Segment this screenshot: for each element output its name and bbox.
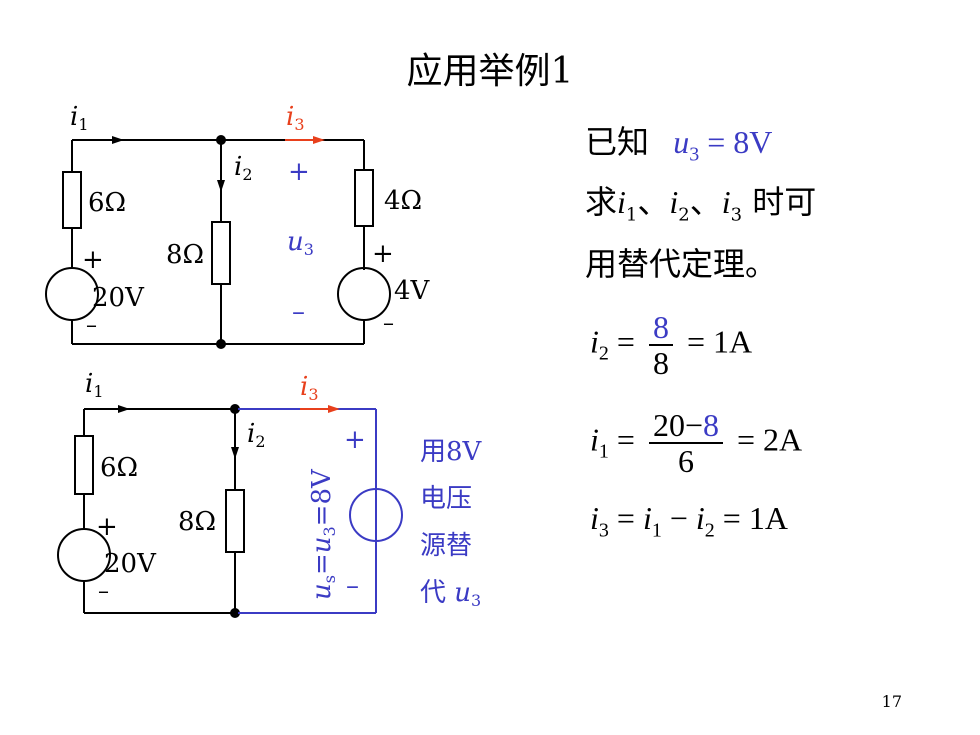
plus-left-bottom: + bbox=[96, 512, 118, 542]
slide-title: 应用举例1 bbox=[406, 51, 574, 92]
resistor-6ohm-bottom bbox=[74, 435, 94, 495]
caption-line-3: 源替 bbox=[420, 531, 472, 561]
known-line: 已知 u3 = 8V bbox=[585, 118, 965, 178]
label-20v-bottom: 20V bbox=[104, 549, 157, 579]
plus-right-top: + bbox=[372, 239, 394, 269]
caption-line-1: 用8V bbox=[420, 437, 483, 467]
resistor-4ohm-top bbox=[354, 169, 374, 227]
top-circuit bbox=[45, 139, 391, 345]
label-6ohm-top: 6Ω bbox=[88, 188, 126, 218]
minus-u3-top: – bbox=[292, 297, 305, 327]
eq1-numerator: 8 bbox=[648, 310, 673, 346]
minus-right-top: – bbox=[383, 311, 394, 336]
eq1-denominator: 8 bbox=[652, 345, 669, 381]
label-4ohm-top: 4Ω bbox=[384, 186, 422, 216]
resistor-8ohm-bottom bbox=[225, 489, 245, 553]
label-20v-top: 20V bbox=[92, 283, 145, 313]
plus-u3-top: + bbox=[288, 157, 310, 187]
label-i1-bottom: i1 bbox=[85, 369, 104, 401]
caption-line-2: 电压 bbox=[420, 484, 472, 514]
label-i2-top: i2 bbox=[234, 152, 253, 184]
label-u3-top: u3 bbox=[287, 227, 314, 259]
plus-us-bottom: + bbox=[344, 425, 366, 455]
known-eq: u3 = 8V bbox=[673, 124, 773, 166]
resistor-8ohm-top bbox=[211, 221, 231, 285]
equation-i3: i3 = i1 − i2 = 1A bbox=[590, 500, 788, 542]
label-i1-top: i1 bbox=[70, 102, 89, 134]
minus-left-bottom: – bbox=[98, 579, 109, 604]
find-line: 求i1、i2、i3 时可 bbox=[585, 183, 817, 226]
eq2-denominator: 6 bbox=[677, 443, 694, 479]
label-8ohm-bottom: 8Ω bbox=[178, 507, 216, 537]
label-4v-top: 4V bbox=[394, 276, 431, 306]
resistor-6ohm-top bbox=[62, 171, 82, 229]
eq2-numerator-b: 8 bbox=[702, 407, 719, 443]
label-i3-top: i3 bbox=[286, 102, 305, 134]
minus-us-bottom: – bbox=[346, 571, 359, 601]
plus-left-top: + bbox=[82, 245, 104, 275]
known-prefix: 已知 bbox=[585, 123, 650, 161]
right-panel: 已知 u3 = 8V 求i1、i2、i3 时可 用替代定理。 bbox=[585, 118, 965, 288]
label-6ohm-bottom: 6Ω bbox=[100, 453, 138, 483]
label-us-rotated: us=u3=8V bbox=[307, 468, 339, 600]
eq2-rhs: = 2A bbox=[736, 421, 803, 458]
label-i2-bottom: i2 bbox=[247, 419, 266, 451]
eq1-rhs: = 1A bbox=[686, 323, 753, 360]
page-number: 17 bbox=[881, 692, 902, 711]
caption-line-4: 代 u3 bbox=[420, 578, 481, 610]
method-line: 用替代定理。 bbox=[585, 244, 778, 283]
label-i3-bottom: i3 bbox=[300, 372, 319, 404]
minus-left-top: – bbox=[86, 313, 97, 338]
label-8ohm-top: 8Ω bbox=[166, 240, 204, 270]
eq2-numerator-a: 20− bbox=[652, 407, 703, 443]
